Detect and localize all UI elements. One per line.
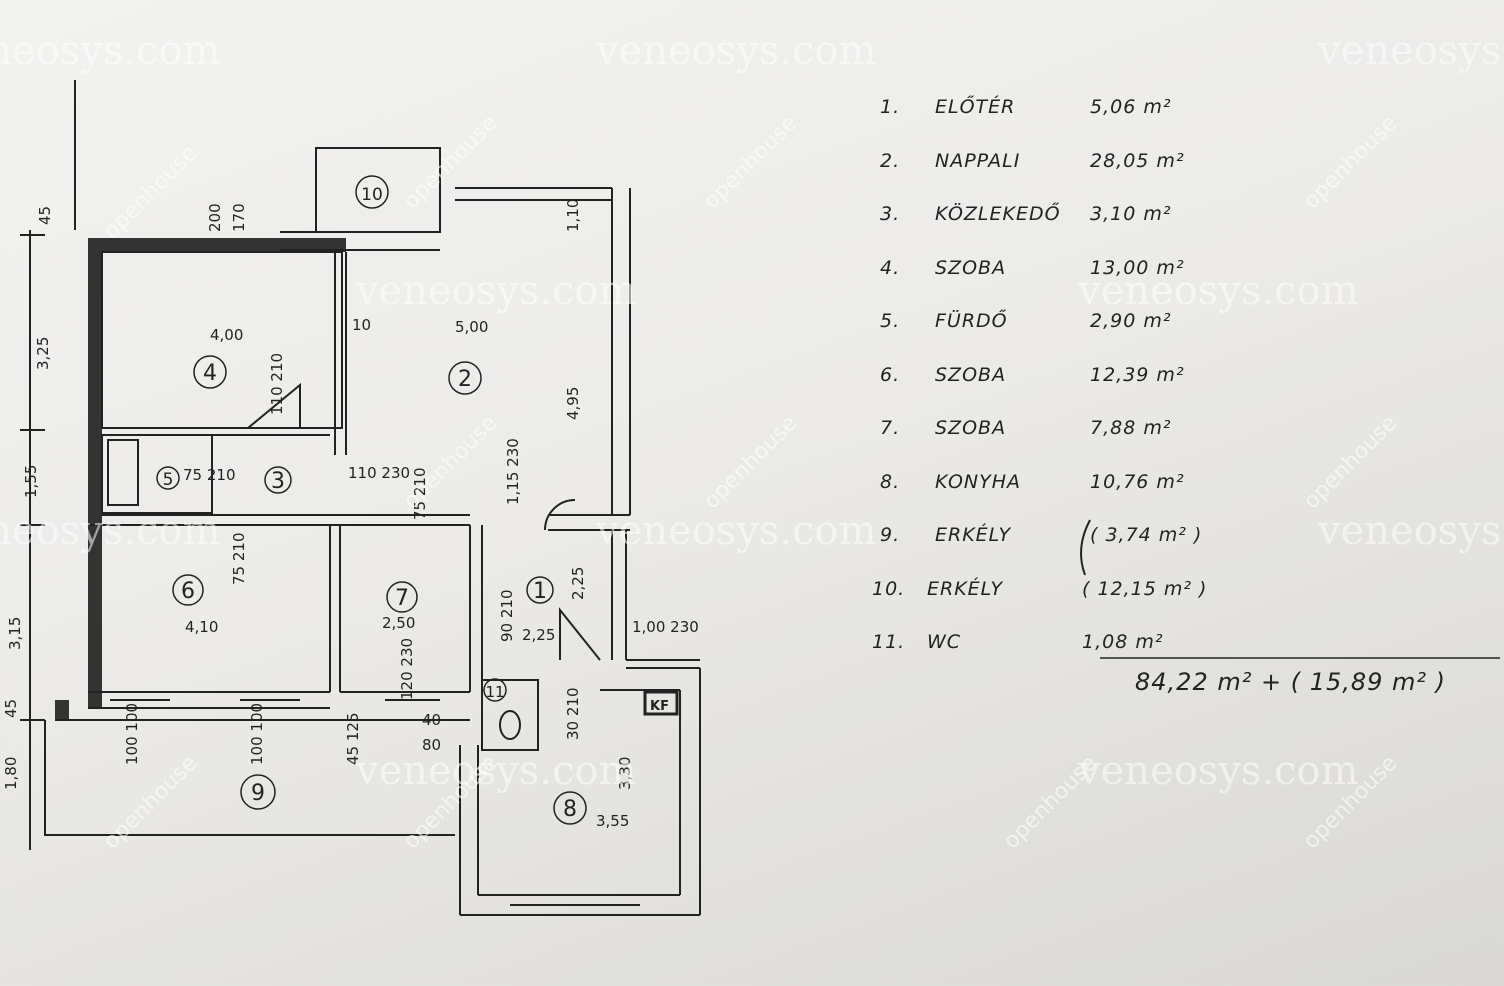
dim-door: 75 210 — [230, 533, 248, 586]
room-label-7: 7 — [395, 586, 409, 611]
dim-door: 90 210 — [498, 590, 516, 643]
watermark-site: veneosys.com — [596, 28, 877, 74]
dim-room8-width: 3,55 — [596, 812, 629, 830]
room-label-10: 10 — [361, 185, 383, 205]
room-label-9: 9 — [251, 781, 265, 806]
dim-door: 1,00 230 — [632, 618, 699, 636]
dim-left: 1,55 — [22, 465, 40, 498]
room-label-3: 3 — [271, 469, 285, 494]
room-label-5: 5 — [163, 470, 174, 490]
watermark-site: veneosys.com — [1318, 28, 1504, 74]
dim-door: 75 210 — [411, 468, 429, 521]
toilet — [499, 710, 521, 740]
dim-top: 170 — [230, 203, 248, 232]
outer-wall — [55, 700, 69, 720]
total-area: 84,22 m² + ( 15,89 m² ) — [1135, 668, 1447, 696]
room-label-11: 11 — [485, 683, 504, 701]
watermark-site: veneosys.com — [356, 748, 637, 794]
dim-door: 40 — [422, 711, 441, 729]
dim-door: 30 210 — [564, 688, 582, 741]
outer-wall — [88, 238, 346, 252]
balcony-10 — [315, 147, 441, 233]
dim-door: 45 125 — [344, 713, 362, 766]
room-label-2: 2 — [458, 367, 472, 392]
dim-room2-height: 4,95 — [564, 387, 582, 420]
dim-left: 45 — [2, 699, 20, 718]
dim-top: 1,10 — [564, 199, 582, 232]
watermark-site: veneosys.com — [1078, 748, 1359, 794]
dim-room8-height: 3,30 — [616, 757, 634, 790]
kf-box — [643, 690, 679, 716]
watermark-site: veneosys.com — [0, 508, 221, 554]
dim-left: 3,15 — [6, 617, 24, 650]
room-label-8: 8 — [563, 797, 577, 822]
watermark-site: veneosys.com — [596, 508, 877, 554]
watermark-site: veneosys.com — [1078, 268, 1359, 314]
room-label-6: 6 — [181, 579, 195, 604]
dim-left: 1,80 — [2, 757, 20, 790]
wc-room — [481, 679, 539, 751]
dim-door: 80 — [422, 736, 441, 754]
dim-room4-width: 4,00 — [210, 326, 243, 344]
kf-label: KF — [650, 699, 669, 714]
dim-left: 3,25 — [34, 337, 52, 370]
dim-left: 45 — [36, 206, 54, 225]
dim-door: 110 230 — [348, 464, 410, 482]
dim-room1-height: 2,25 — [569, 567, 587, 600]
outer-wall — [88, 238, 102, 708]
watermark-site: veneosys.com — [0, 28, 221, 74]
watermark-site: veneosys.com — [356, 268, 637, 314]
dim-door: 100 100 — [248, 703, 266, 765]
dim-room2-width: 5,00 — [455, 318, 488, 336]
dim-room6-width: 4,10 — [185, 618, 218, 636]
dim-top: 200 — [206, 203, 224, 232]
dim-door: 75 210 — [183, 466, 236, 484]
watermark-site: veneosys.com — [1318, 508, 1504, 554]
bathtub — [107, 439, 139, 506]
room-label-1: 1 — [533, 579, 547, 604]
dim-door: 10 — [352, 316, 371, 334]
dim-door: 110 210 — [268, 353, 286, 415]
dim-door: 100 100 — [123, 703, 141, 765]
dim-room7-width: 2,50 — [382, 614, 415, 632]
room-label-4: 4 — [203, 361, 217, 386]
dim-door: 1,15 230 — [504, 438, 522, 505]
dim-room1-width: 2,25 — [522, 626, 555, 644]
dim-door: 120 230 — [398, 638, 416, 700]
